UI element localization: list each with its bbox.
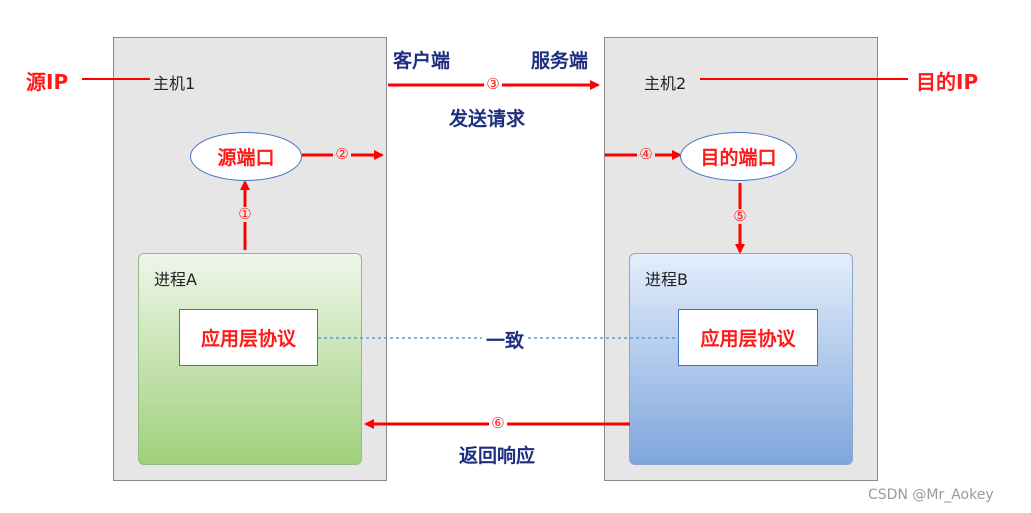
return-response-label: 返回响应 [459, 445, 536, 467]
host2-label: 主机2 [644, 74, 687, 93]
app-protocol-box-b: 应用层协议 [678, 309, 818, 366]
step-5-number: ⑤ [731, 209, 749, 224]
step-2-number: ② [333, 147, 351, 162]
consistent-label: 一致 [482, 326, 529, 353]
source-ip-label: 源IP [26, 70, 69, 94]
watermark: CSDN @Mr_Aokey [868, 487, 994, 503]
step-4-number: ④ [637, 147, 655, 162]
client-label: 客户端 [393, 50, 451, 72]
server-label: 服务端 [531, 50, 589, 72]
send-request-label: 发送请求 [449, 108, 526, 130]
step-3-number: ③ [484, 77, 502, 92]
host1-label: 主机1 [153, 74, 196, 93]
process-a-label: 进程A [154, 270, 197, 289]
step-1-number: ① [236, 207, 254, 222]
source-port-ellipse: 源端口 [190, 132, 302, 181]
dest-ip-label: 目的IP [916, 70, 979, 94]
app-protocol-box-a: 应用层协议 [179, 309, 318, 366]
dest-port-ellipse: 目的端口 [680, 132, 797, 181]
process-b-label: 进程B [645, 270, 688, 289]
step-6-number: ⑥ [489, 416, 507, 431]
